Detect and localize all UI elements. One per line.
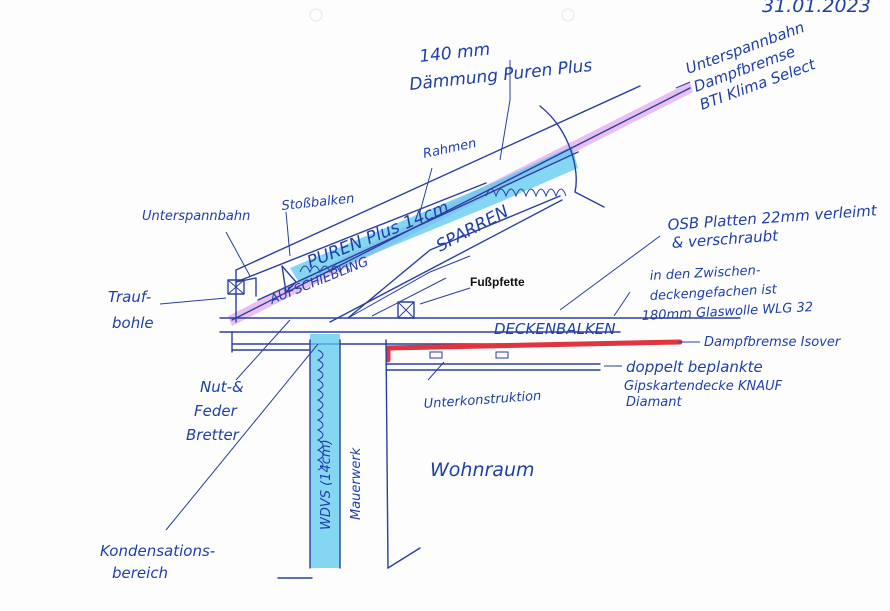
- date-label: 31.01.2023: [762, 0, 871, 17]
- batten-1: [429, 351, 443, 359]
- label-zwischen-1: in den Zwischen-: [649, 263, 761, 284]
- vapor-barrier-line: [385, 339, 683, 363]
- insulation-hatching-2: [485, 188, 567, 198]
- traufbohle-cross: [227, 279, 245, 295]
- leader-fusspfette: [419, 287, 471, 305]
- traufbohle-box: [227, 279, 245, 295]
- wall-insulation-hatching: [316, 349, 324, 471]
- insulation-outline-curve: [539, 105, 605, 208]
- leader-unterspannbahn-left: [225, 231, 251, 277]
- label-gips-1: doppelt beplankte: [626, 358, 763, 376]
- label-stossbalken: Stoßbalken: [281, 191, 355, 214]
- leader-zwischen: [613, 291, 631, 317]
- label-mauerwerk: Mauerwerk: [349, 447, 364, 520]
- label-kondens-2: bereich: [112, 564, 168, 582]
- membrane-line: [231, 87, 691, 321]
- insulation-hatching-1: [299, 265, 351, 274]
- label-traufbohle-1: Trauf-: [108, 288, 151, 306]
- label-nut-2: Feder: [194, 402, 238, 420]
- aufschiebling-line: [347, 195, 561, 319]
- fusspfette-cross: [397, 301, 415, 319]
- wall-inner-line: [385, 339, 389, 569]
- label-unterspannbahn-left: Unterspannbahn: [142, 209, 250, 224]
- label-nut-1: Nut-&: [200, 378, 244, 396]
- label-unterkonstruktion: Unterkonstruktion: [423, 389, 542, 412]
- leader-unterkonstruktion: [427, 361, 445, 381]
- label-zwischen-2: deckengefachen ist: [649, 282, 778, 304]
- label-deckenbalken: DECKENBALKEN: [494, 320, 615, 338]
- roof-top-line: [235, 85, 641, 271]
- hatch-1: [347, 255, 471, 319]
- leader-kondens: [165, 343, 319, 531]
- leader-rahmen: [419, 167, 433, 213]
- batten-2: [495, 351, 509, 359]
- label-nut-3: Bretter: [186, 426, 240, 444]
- leader-stossbalken: [285, 211, 291, 257]
- label-dampfbremse-isover: Dampfbremse Isover: [704, 335, 842, 350]
- leader-osb: [559, 235, 661, 311]
- label-wdvs: WDVS (14cm): [319, 439, 334, 530]
- leader-traufbohle: [159, 297, 227, 305]
- label-gips-3: Diamant: [626, 395, 682, 410]
- wall-base-lines: [277, 547, 421, 579]
- label-wohnraum: Wohnraum: [430, 459, 535, 481]
- label-traufbohle-2: bohle: [112, 314, 154, 332]
- leader-daemmung: [499, 60, 511, 161]
- label-fusspfette: Fußpfette: [470, 275, 525, 289]
- label-kondens-1: Kondensations-: [100, 542, 215, 560]
- label-rahmen: Rahmen: [422, 136, 478, 162]
- stoss-triangle: [281, 265, 297, 293]
- hatch-2: [371, 277, 447, 317]
- punch-hole-left: [309, 8, 323, 22]
- leader-nut: [235, 319, 291, 381]
- frame-line: [235, 182, 487, 283]
- label-gips-2: Gipskartendecke KNAUF: [624, 379, 783, 394]
- punch-hole-right: [561, 8, 575, 22]
- wall-insulation-fill: [310, 334, 340, 568]
- label-daemmung-1: 140 mm: [418, 40, 491, 67]
- label-zwischen-3: 180mm Glaswolle WLG 32: [641, 300, 813, 324]
- leader-unterspannbahn-top: [675, 81, 691, 89]
